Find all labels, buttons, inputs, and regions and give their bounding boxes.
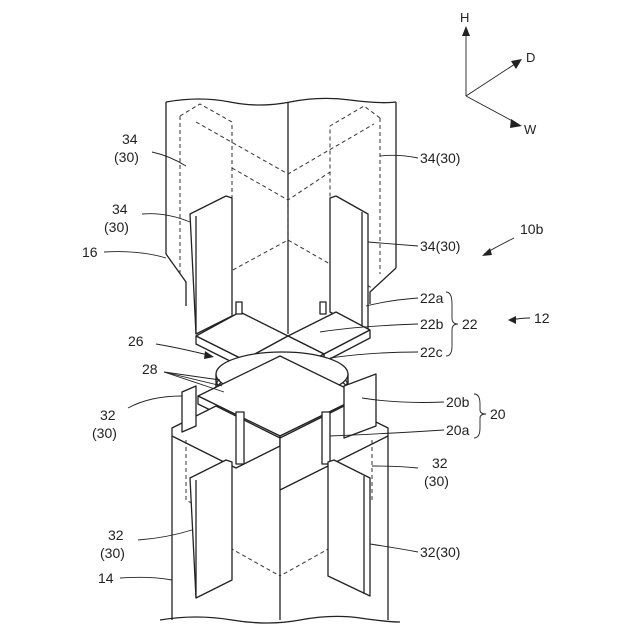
label-22: 22 xyxy=(462,316,478,332)
brace-22 xyxy=(446,292,458,356)
label-34-top-left-sub: (30) xyxy=(114,149,139,165)
label-34-mid-left-sub: (30) xyxy=(104,219,129,235)
label-34-mid-right: 34(30) xyxy=(420,238,460,254)
leader-22a xyxy=(366,298,418,306)
label-14: 14 xyxy=(98,570,114,586)
w-axis-line xyxy=(466,96,518,124)
label-22c: 22c xyxy=(420,344,443,360)
upper-column-bottom-right xyxy=(370,268,396,304)
label-32-right-num: 32 xyxy=(432,455,448,471)
arrow-12-icon xyxy=(508,316,516,324)
label-26: 26 xyxy=(128,333,144,349)
label-28: 28 xyxy=(142,361,158,377)
label-10b: 10b xyxy=(520,221,544,237)
hidden-lower-cross-left xyxy=(230,548,280,576)
label-32-low-left-num: 32 xyxy=(108,527,124,543)
label-32-left-num: 32 xyxy=(100,407,116,423)
label-20b: 20b xyxy=(446,394,470,410)
leader-32-low-right xyxy=(370,544,418,552)
label-12: 12 xyxy=(534,310,550,326)
leader-32-left xyxy=(128,396,182,408)
axis-h-label: H xyxy=(460,10,469,25)
plate-32-top-right xyxy=(344,374,376,438)
label-34-mid-left-num: 34 xyxy=(112,201,128,217)
label-20a: 20a xyxy=(446,422,470,438)
arrow-10b-icon xyxy=(482,248,492,256)
leader-34-mid-right xyxy=(368,242,418,246)
label-32-right-sub: (30) xyxy=(424,473,449,489)
axis-w-label: W xyxy=(524,122,537,137)
stud-right xyxy=(320,302,326,314)
label-16: 16 xyxy=(82,244,98,260)
leader-16 xyxy=(104,252,166,258)
leader-14 xyxy=(120,577,172,580)
rib-right xyxy=(322,412,330,464)
upper-plates xyxy=(190,196,368,334)
label-32-low-left-sub: (30) xyxy=(100,545,125,561)
axis-d-label: D xyxy=(526,50,535,65)
leader-34-top-left xyxy=(152,152,186,166)
w-arrow-icon xyxy=(510,119,522,128)
brace-20 xyxy=(474,394,486,438)
label-32-low-right: 32(30) xyxy=(420,544,460,560)
d-arrow-icon xyxy=(511,59,522,69)
rib-left xyxy=(236,412,244,464)
d-axis-line xyxy=(466,62,518,96)
upper-column-bottom-left xyxy=(166,254,186,306)
hidden-cross-mid xyxy=(232,168,330,200)
label-32-left-sub: (30) xyxy=(92,425,117,441)
label-22b: 22b xyxy=(420,316,444,332)
leader-34-top-right xyxy=(380,155,418,158)
leader-32-right xyxy=(372,466,418,468)
lower-bracket-20 xyxy=(172,356,388,490)
label-22a: 22a xyxy=(420,290,444,306)
hidden-cross-top xyxy=(196,122,374,174)
h-arrow-icon xyxy=(462,26,470,36)
orientation-axes: H D W xyxy=(460,10,537,137)
label-34-top-right: 34(30) xyxy=(420,150,460,166)
leader-32-low-left xyxy=(138,530,192,540)
hidden-lower-cross-right xyxy=(280,548,330,576)
label-20: 20 xyxy=(490,406,506,422)
plate-32-top-left xyxy=(182,386,196,432)
leader-22c xyxy=(330,352,418,358)
stud-left xyxy=(236,302,242,314)
label-34-top-left-num: 34 xyxy=(122,131,138,147)
